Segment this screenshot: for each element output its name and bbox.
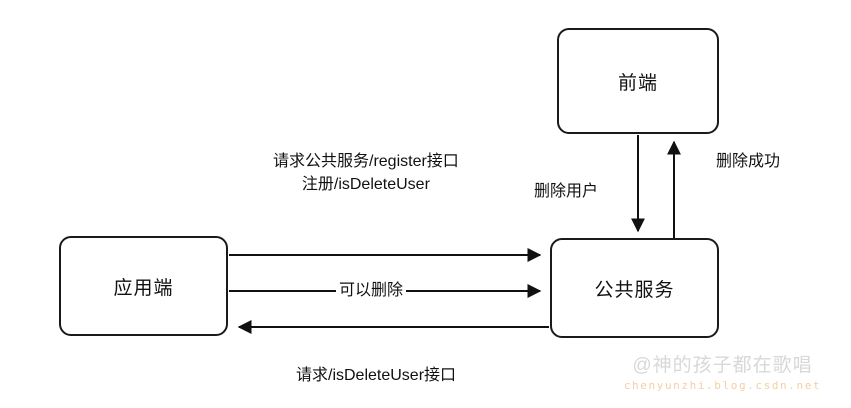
node-app-label: 应用端 bbox=[113, 277, 174, 299]
node-service[interactable]: 公共服务 bbox=[550, 238, 719, 338]
edge-label-delete-user: 删除用户 bbox=[534, 183, 599, 200]
edge-label-request-api: 请求/isDeleteUser接口 bbox=[296, 367, 457, 384]
edge-label-can-delete: 可以删除 bbox=[336, 279, 407, 303]
node-frontend-label: 前端 bbox=[617, 72, 658, 94]
edge-label-register: 请求公共服务/register接口 注册/isDeleteUser bbox=[273, 150, 459, 196]
watermark: @神的孩子都在歌唱 chenyunzhi.blog.csdn.net bbox=[600, 350, 845, 392]
edge-label-delete-success: 删除成功 bbox=[716, 153, 781, 170]
edge-label-register-line2: 注册/isDeleteUser bbox=[301, 176, 430, 194]
edge-label-register-line1: 请求公共服务/register接口 bbox=[273, 153, 459, 170]
watermark-handle: @神的孩子都在歌唱 bbox=[632, 355, 813, 376]
watermark-url: chenyunzhi.blog.csdn.net bbox=[623, 379, 822, 392]
node-frontend[interactable]: 前端 bbox=[557, 28, 719, 134]
node-app[interactable]: 应用端 bbox=[59, 236, 228, 336]
node-service-label: 公共服务 bbox=[594, 279, 675, 301]
